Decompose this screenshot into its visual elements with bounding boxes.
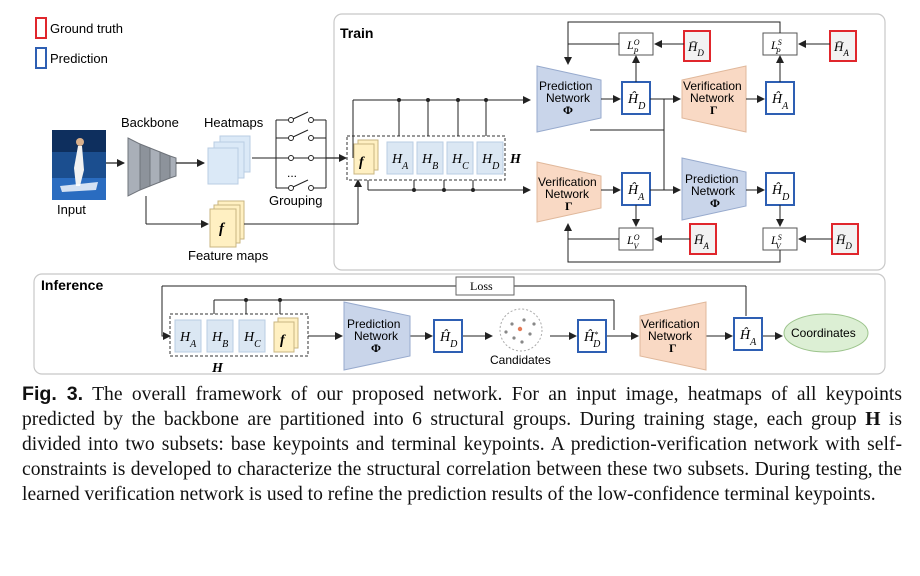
inference-panel <box>33 273 886 375</box>
legend-prediction: Prediction <box>50 51 108 66</box>
heatmaps-label: Heatmaps <box>204 115 264 130</box>
caption-label: Fig. 3. <box>22 383 84 405</box>
inf-pred-net-line1: Prediction <box>347 317 400 331</box>
train-feature-f <box>353 139 379 175</box>
backbone-layers <box>127 137 177 197</box>
train-group-box-1 <box>416 141 444 175</box>
train-ver-net-top-line2: Network <box>690 91 735 105</box>
coordinates-label: Coordinates <box>791 326 856 340</box>
inf-ver-net-symbol: Γ <box>669 341 677 355</box>
train-f-symbol: f <box>359 155 365 170</box>
train-pred-net-line1: Prediction <box>539 79 592 93</box>
gt-ha-top <box>829 30 857 62</box>
grouping-dots: ... <box>287 166 297 180</box>
inf-pred-hd <box>433 319 463 353</box>
candidates-cluster <box>499 308 543 352</box>
inf-ver-net-line1: Verification <box>641 317 700 331</box>
train-panel <box>333 13 886 271</box>
caption-bold-h: H <box>865 409 881 430</box>
train-pred-net-bottom-line2: Network <box>691 184 736 198</box>
train-ver-net-top-line1: Verification <box>683 79 742 93</box>
input-label: Input <box>57 202 86 217</box>
train-title: Train <box>340 25 373 41</box>
figure-caption: Fig. 3. The overall framework of our pro… <box>22 382 902 507</box>
inf-pred-net-line2: Network <box>354 329 399 343</box>
input-image <box>52 130 106 200</box>
train-group-h-label: H <box>509 152 522 167</box>
train-prediction-network-top <box>536 65 602 133</box>
inf-feature-f <box>273 317 299 353</box>
backbone-label: Backbone <box>121 115 179 130</box>
grouping-label: Grouping <box>269 193 322 208</box>
feature-maps-stack <box>209 200 245 248</box>
train-verification-network-top <box>681 65 747 133</box>
inf-prediction-network <box>343 301 411 371</box>
train-group-h-box <box>346 135 506 181</box>
train-group-label-3: HD <box>481 152 500 172</box>
train-pred-hd-top <box>621 81 651 115</box>
inf-loss-box <box>455 276 515 296</box>
inf-group-box-0 <box>174 319 202 353</box>
inf-group-label-2: HC <box>243 330 261 350</box>
train-group-box-3 <box>476 141 504 175</box>
gt-hd-bottom <box>831 223 859 255</box>
inf-pred-hd-star-label: Ĥ*D <box>583 328 601 350</box>
candidates-label: Candidates <box>490 353 551 367</box>
train-pred-net-bottom-line1: Prediction <box>685 172 738 186</box>
ground-truth-swatch <box>35 17 47 39</box>
inf-group-box-2 <box>238 319 266 353</box>
inf-ver-net-line2: Network <box>648 329 693 343</box>
train-ver-net-bottom-symbol: Γ <box>565 199 573 213</box>
legend-ground-truth: Ground truth <box>50 21 123 36</box>
train-pred-net-line2: Network <box>546 91 591 105</box>
train-verification-network-bottom <box>536 161 602 223</box>
framework-diagram: Ground truth Prediction Train Input Back… <box>33 13 886 376</box>
inf-group-box-1 <box>206 319 234 353</box>
gt-hd-top <box>683 30 711 62</box>
train-group-label-1: HB <box>421 152 438 172</box>
inf-pred-ha <box>733 317 763 351</box>
train-pred-net-symbol: Φ <box>563 103 573 117</box>
coordinates-ellipse <box>783 313 869 353</box>
caption-text-part2: is divided into two subsets: base keypoi… <box>22 409 902 505</box>
feature-f-symbol: f <box>219 221 226 237</box>
inf-pred-net-symbol: Φ <box>371 341 381 355</box>
inference-title: Inference <box>41 277 103 293</box>
train-group-box-2 <box>446 141 474 175</box>
train-group-label-2: HC <box>451 152 469 172</box>
inf-group-label-0: HA <box>179 330 197 350</box>
feature-maps-label: Feature maps <box>188 248 269 263</box>
caption-text-part1: The overall framework of our proposed ne… <box>22 384 902 430</box>
inf-verification-network <box>639 301 707 371</box>
inf-group-h-label: H <box>211 361 224 376</box>
heatmap-stack <box>207 135 251 185</box>
train-ver-net-top-symbol: Γ <box>710 103 718 117</box>
train-group-box-0 <box>386 141 414 175</box>
grouping-switches <box>276 111 327 191</box>
train-group-label-0: HA <box>391 152 409 172</box>
inf-loss-label: Loss <box>470 279 493 293</box>
inf-pred-hd-star <box>577 319 607 353</box>
train-pred-net-bottom-symbol: Φ <box>710 196 720 210</box>
inf-group-label-1: HB <box>211 330 228 350</box>
train-ver-net-bottom-line2: Network <box>545 187 590 201</box>
train-prediction-network-bottom <box>681 157 747 221</box>
inf-f-symbol: f <box>280 333 286 348</box>
prediction-swatch <box>35 47 47 69</box>
train-ver-net-bottom-line1: Verification <box>538 175 597 189</box>
